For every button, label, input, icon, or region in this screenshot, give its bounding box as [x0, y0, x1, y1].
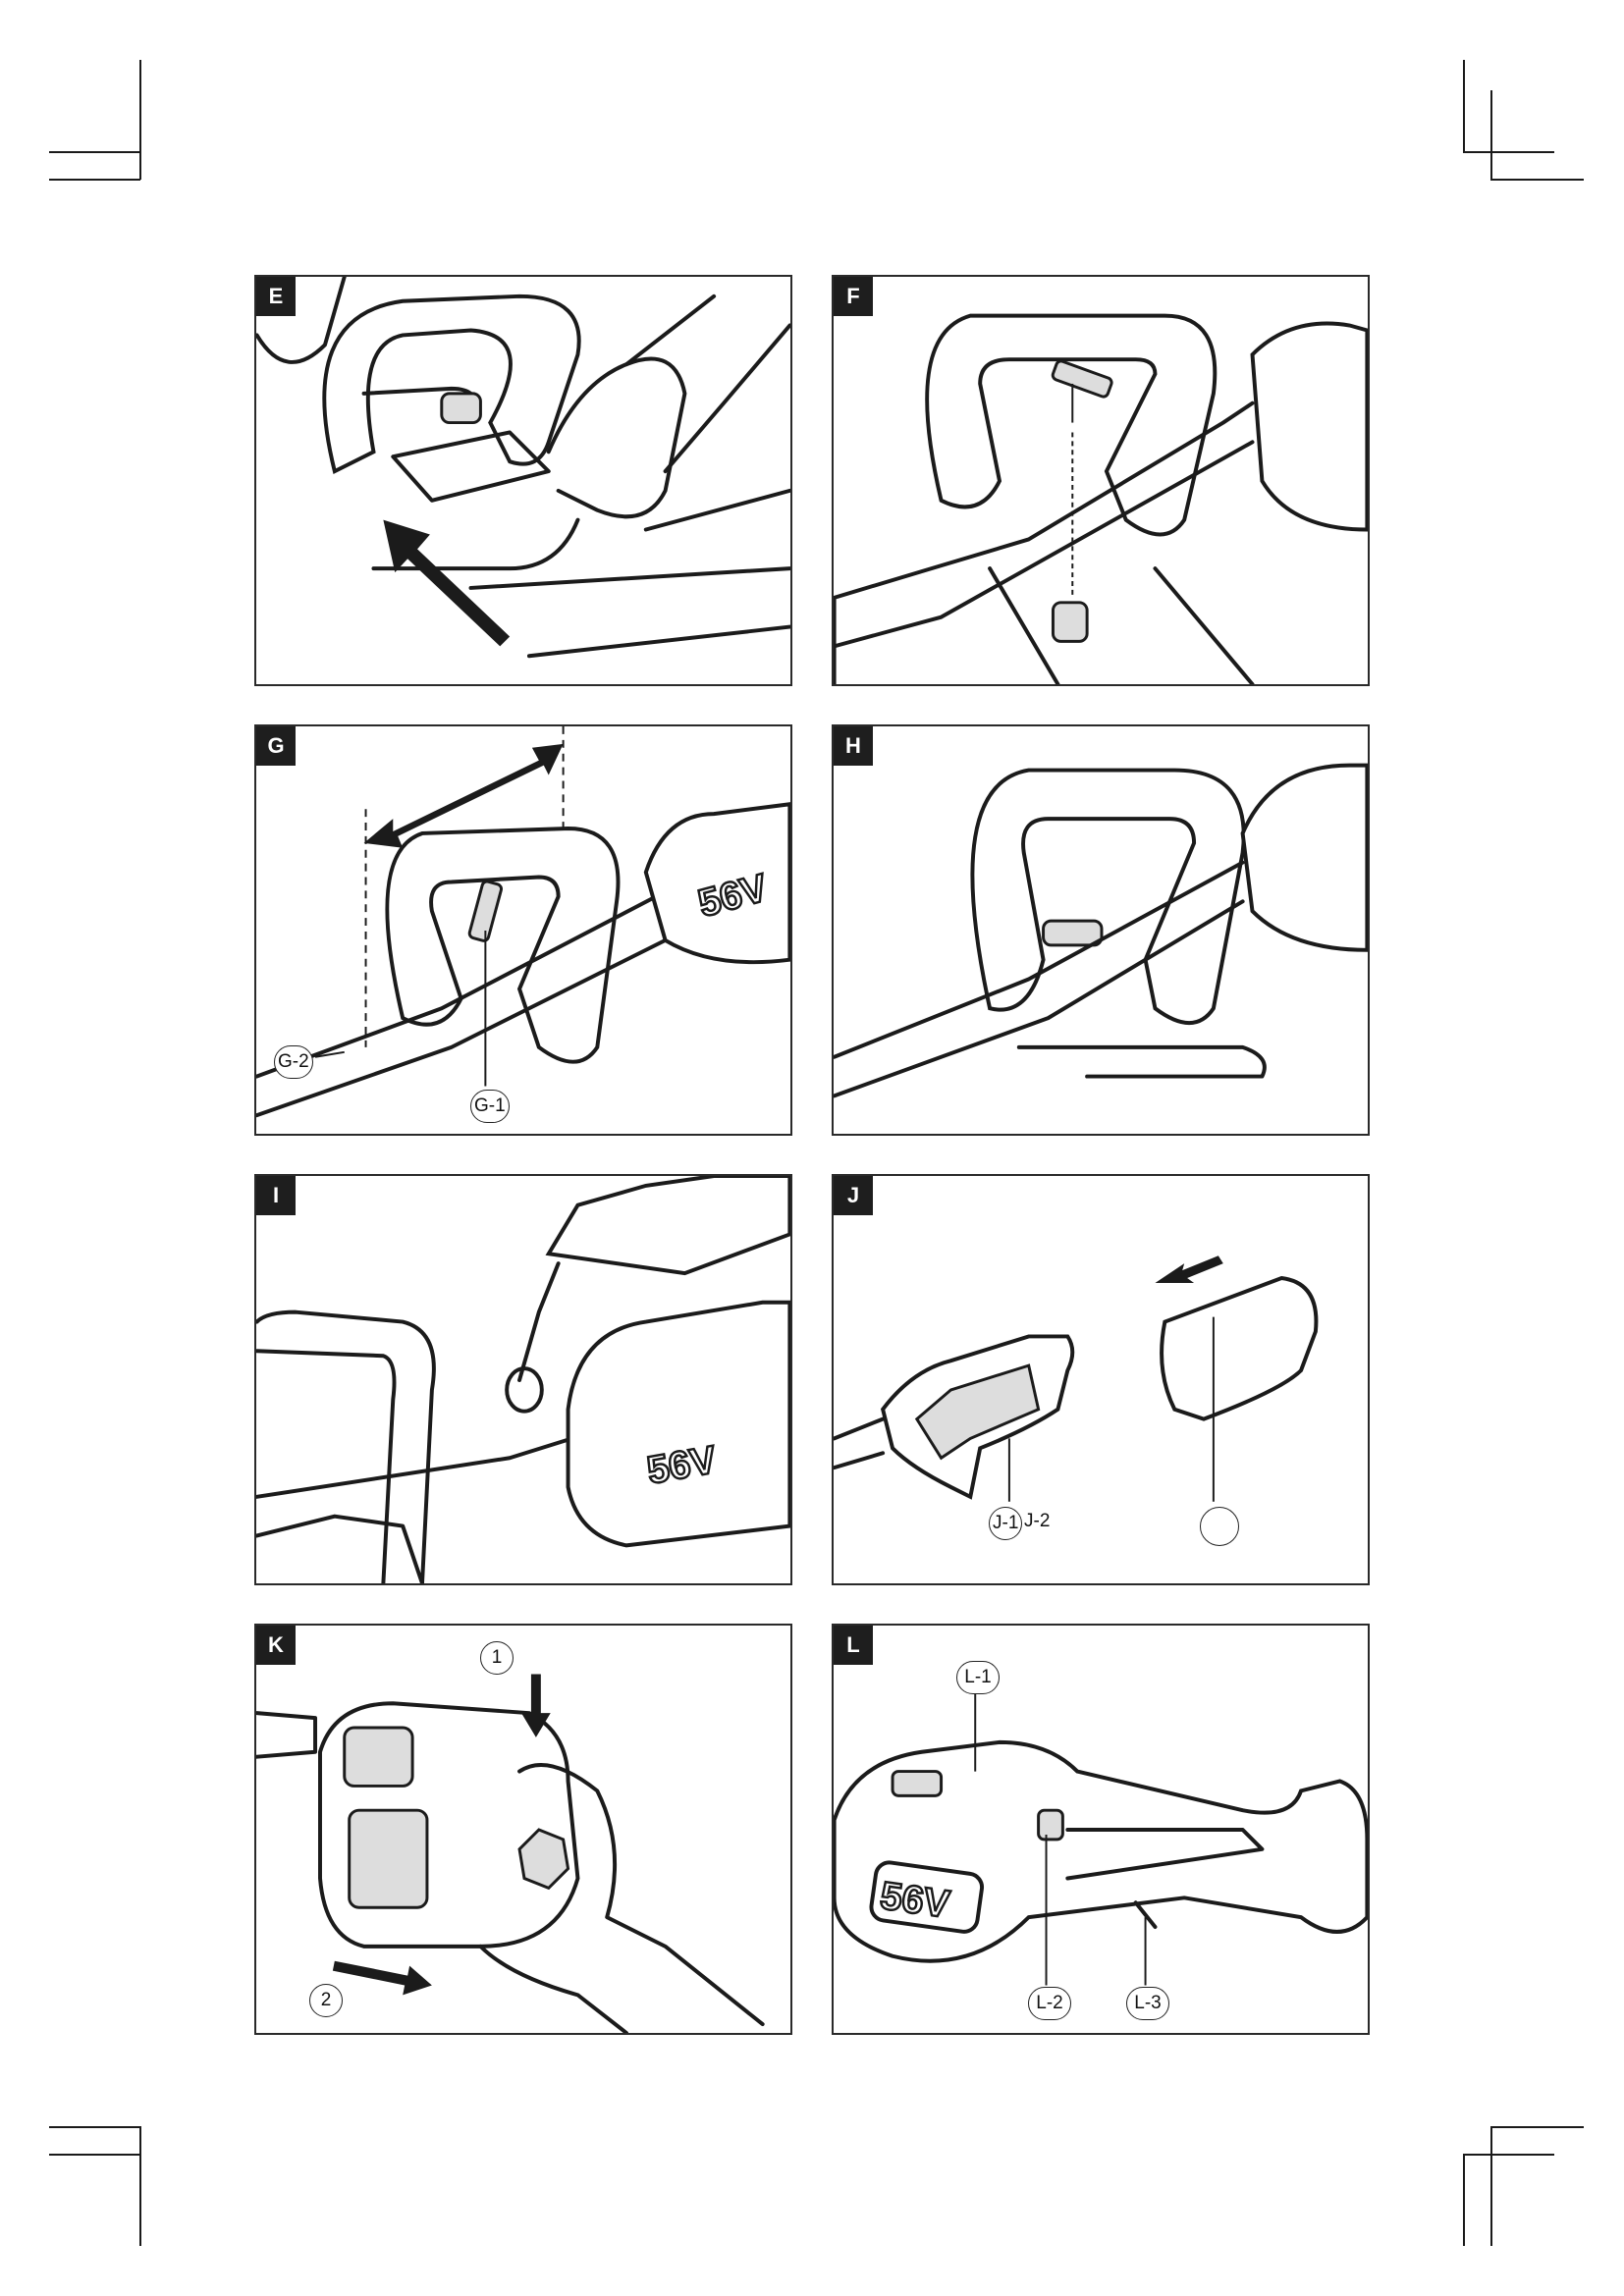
crop-mark-bottom-left [49, 2126, 140, 2128]
handle-mounted-illustration [834, 763, 1368, 1098]
callout-step-1: 1 [480, 1641, 514, 1675]
panel-label: I [256, 1176, 296, 1215]
callout-l-3: L-3 [1126, 1987, 1169, 2020]
crop-mark-top-left [49, 151, 140, 153]
crop-mark-bottom-right [1490, 2126, 1584, 2128]
crop-mark-top-right [1463, 60, 1465, 153]
handle-screw-illustration [834, 313, 1368, 684]
panel-label: K [256, 1626, 296, 1665]
callout-unlabeled [1200, 1507, 1239, 1546]
crop-mark-bottom-left [139, 2126, 141, 2246]
callout-step-2: 2 [309, 1984, 343, 2017]
handle-position-illustration: 56V [256, 726, 790, 1118]
figure-panel-f: F [832, 275, 1370, 686]
crop-mark-top-right [1490, 90, 1492, 181]
product-logo: 56V [878, 1874, 952, 1926]
panel-label: L [834, 1626, 873, 1665]
crop-mark-top-left [49, 179, 140, 181]
crop-mark-top-right [1490, 179, 1584, 181]
crop-mark-bottom-right [1463, 2154, 1554, 2156]
figure-panel-l: L 56V L-1 L-2 L-3 [832, 1624, 1370, 2035]
callout-g-1: G-1 [470, 1090, 510, 1123]
callout-j-1: J-1 [989, 1507, 1023, 1540]
crop-mark-bottom-left [49, 2154, 140, 2156]
motor-housing-controls-illustration: 56V [834, 1693, 1368, 1986]
callout-l-2: L-2 [1028, 1987, 1071, 2020]
figure-panel-j: J J-1 J-2 [832, 1174, 1370, 1585]
battery-insert-illustration [834, 1255, 1319, 1502]
panel-label: J [834, 1176, 873, 1215]
crop-mark-bottom-right [1490, 2126, 1492, 2246]
battery-remove-illustration [256, 1674, 765, 2033]
callout-g-2: G-2 [274, 1045, 313, 1079]
crop-mark-bottom-right [1463, 2154, 1465, 2246]
callout-l-1: L-1 [956, 1661, 1000, 1694]
crop-mark-top-right [1463, 151, 1554, 153]
figure-panel-i: I 56V [254, 1174, 792, 1585]
figure-panel-e: E [254, 275, 792, 686]
panel-label: G [256, 726, 296, 766]
crop-mark-top-left [139, 60, 141, 180]
panel-label: E [256, 277, 296, 316]
panel-label: F [834, 277, 873, 316]
handle-attach-illustration [256, 277, 790, 659]
panel-label: H [834, 726, 873, 766]
figure-panel-k: K 1 2 [254, 1624, 792, 2035]
shoulder-strap-illustration: 56V [256, 1176, 790, 1583]
figure-panel-h: H [832, 724, 1370, 1136]
figure-panel-g: G 56V G-2 G-1 [254, 724, 792, 1136]
callout-j-2: J-2 [1024, 1511, 1051, 1531]
